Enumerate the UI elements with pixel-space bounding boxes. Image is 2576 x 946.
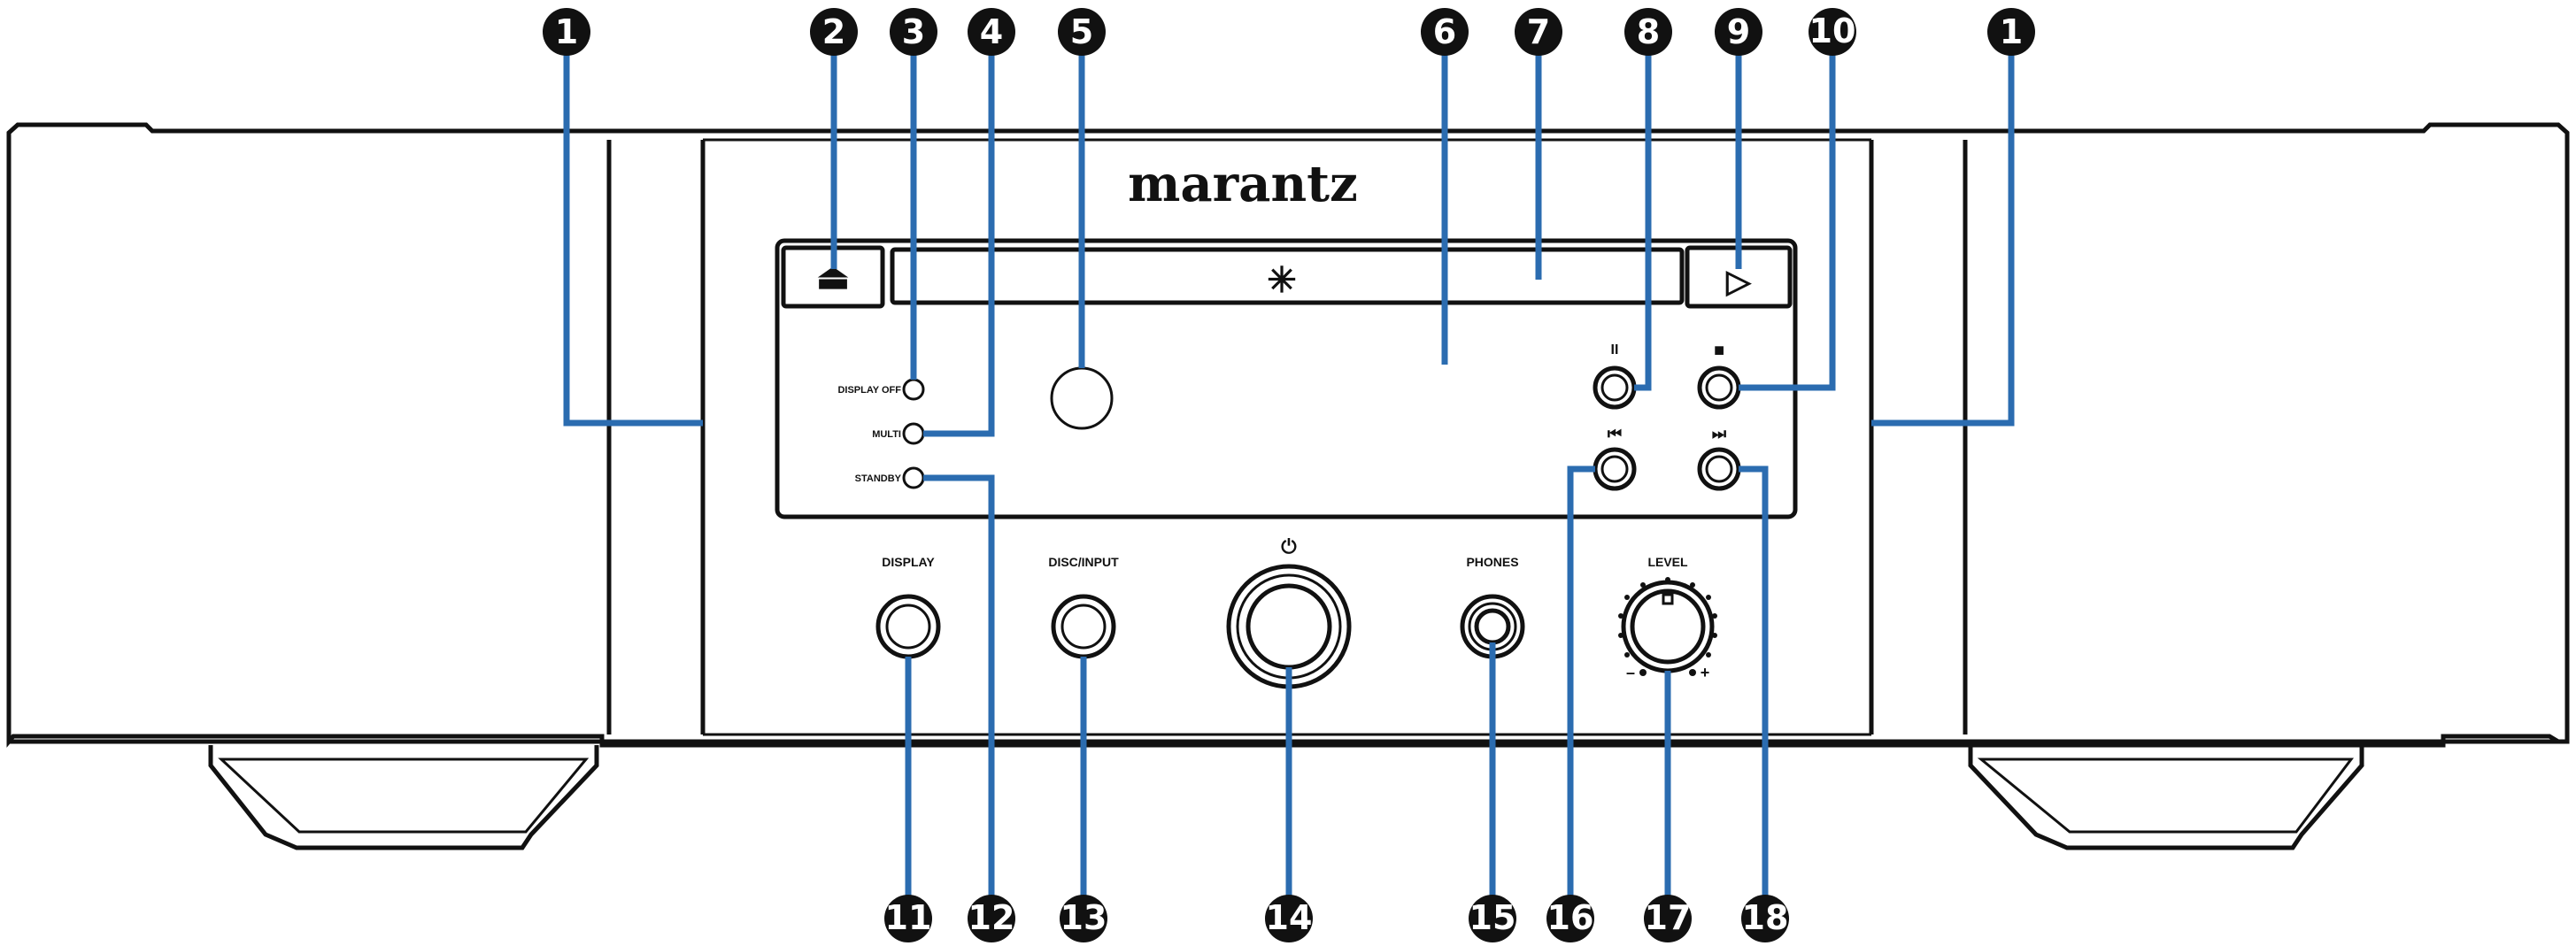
previous-button[interactable]: ⏮ (1593, 425, 1637, 491)
svg-text:13: 13 (1060, 898, 1107, 937)
power-button[interactable]: ⏻ (1226, 535, 1352, 689)
callout-line-8 (1634, 35, 1652, 391)
display-label: DISPLAY (882, 555, 935, 569)
standby-indicator: STANDBY (855, 466, 925, 489)
svg-text:7: 7 (1527, 12, 1550, 51)
level-scale-dots (1618, 577, 1717, 676)
level-minus-label: – (1626, 664, 1635, 681)
svg-text:3: 3 (902, 12, 925, 51)
display-off-label: DISPLAY OFF (837, 385, 901, 396)
svg-text:1: 1 (555, 12, 578, 51)
svg-text:5: 5 (1070, 12, 1093, 51)
display-button[interactable]: DISPLAY (875, 555, 941, 659)
svg-text:18: 18 (1742, 898, 1789, 937)
svg-text:15: 15 (1469, 898, 1516, 937)
phones-jack[interactable]: PHONES (1460, 555, 1525, 659)
disc-tray: ✳ (890, 247, 1685, 305)
stop-icon: ■ (1714, 341, 1724, 360)
svg-text:16: 16 (1547, 898, 1594, 937)
remote-sensor (1050, 366, 1114, 430)
callout-badge: 15 (1469, 895, 1516, 942)
right-foot (1968, 745, 2364, 850)
disc-input-label: DISC/INPUT (1048, 555, 1119, 569)
callout-line-4 (923, 35, 995, 437)
previous-icon: ⏮ (1608, 425, 1622, 442)
pause-icon: II (1611, 342, 1619, 358)
left-foot (208, 745, 599, 850)
multi-label: MULTI (872, 429, 901, 440)
disc-input-button[interactable]: DISC/INPUT (1048, 555, 1119, 659)
callout-line-12 (923, 474, 995, 901)
brand-logo: marantz (1128, 155, 1358, 213)
callout-badge: 2 (810, 8, 858, 56)
svg-text:8: 8 (1637, 12, 1660, 51)
callout-badge: 14 (1265, 895, 1313, 942)
display-window (775, 238, 1798, 519)
svg-text:17: 17 (1645, 898, 1692, 937)
callout-badge: 7 (1515, 8, 1562, 56)
callout-badge: 5 (1058, 8, 1106, 56)
callout-line-16 (1567, 465, 1595, 901)
callout-badge: 12 (968, 895, 1015, 942)
callout-badge: 17 (1644, 895, 1692, 942)
chassis-outline (6, 122, 2570, 748)
phones-label: PHONES (1466, 555, 1518, 569)
callout-lines (563, 35, 2015, 901)
star-icon: ✳ (1267, 261, 1297, 300)
display-off-led (902, 378, 925, 401)
callout-badge: 6 (1421, 8, 1469, 56)
next-icon: ⏭ (1712, 425, 1727, 442)
callout-badge: 11 (884, 895, 932, 942)
level-knob[interactable]: LEVEL – + (1618, 555, 1717, 681)
callout-badge: 10 (1809, 8, 1856, 56)
callout-badge: 1 (1987, 8, 2035, 56)
callout-line-1-left (563, 35, 703, 427)
callout-badge: 18 (1741, 895, 1789, 942)
multi-led (902, 422, 925, 445)
callout-badge: 4 (968, 8, 1015, 56)
callout-badge: 13 (1060, 895, 1107, 942)
callout-badge: 9 (1715, 8, 1762, 56)
callout-line-1-right (1871, 35, 2015, 427)
level-label: LEVEL (1647, 555, 1688, 569)
svg-text:9: 9 (1727, 12, 1750, 51)
standby-label: STANDBY (855, 473, 902, 484)
pause-button[interactable]: II (1593, 342, 1637, 410)
svg-text:12: 12 (968, 898, 1015, 937)
svg-text:4: 4 (980, 12, 1003, 51)
multi-indicator: MULTI (872, 422, 925, 445)
svg-text:2: 2 (822, 12, 845, 51)
callout-badge: 1 (543, 8, 590, 56)
power-icon: ⏻ (1281, 535, 1297, 558)
callout-badge: 8 (1624, 8, 1672, 56)
standby-led (902, 466, 925, 489)
display-off-indicator: DISPLAY OFF (837, 378, 925, 401)
svg-text:10: 10 (1809, 12, 1856, 50)
callout-line-10 (1739, 35, 1836, 391)
svg-text:6: 6 (1433, 12, 1456, 51)
svg-text:14: 14 (1266, 898, 1313, 937)
callout-badge: 3 (890, 8, 937, 56)
callout-line-18 (1739, 465, 1769, 901)
stop-button[interactable]: ■ (1697, 341, 1741, 410)
callout-badges: 1 2 3 4 5 6 7 8 9 10 1 11 12 13 14 15 16… (543, 8, 2035, 942)
callout-badge: 16 (1546, 895, 1594, 942)
level-plus-label: + (1701, 664, 1710, 681)
svg-text:1: 1 (2000, 12, 2023, 51)
next-button[interactable]: ⏭ (1697, 425, 1741, 491)
svg-text:11: 11 (885, 898, 932, 937)
